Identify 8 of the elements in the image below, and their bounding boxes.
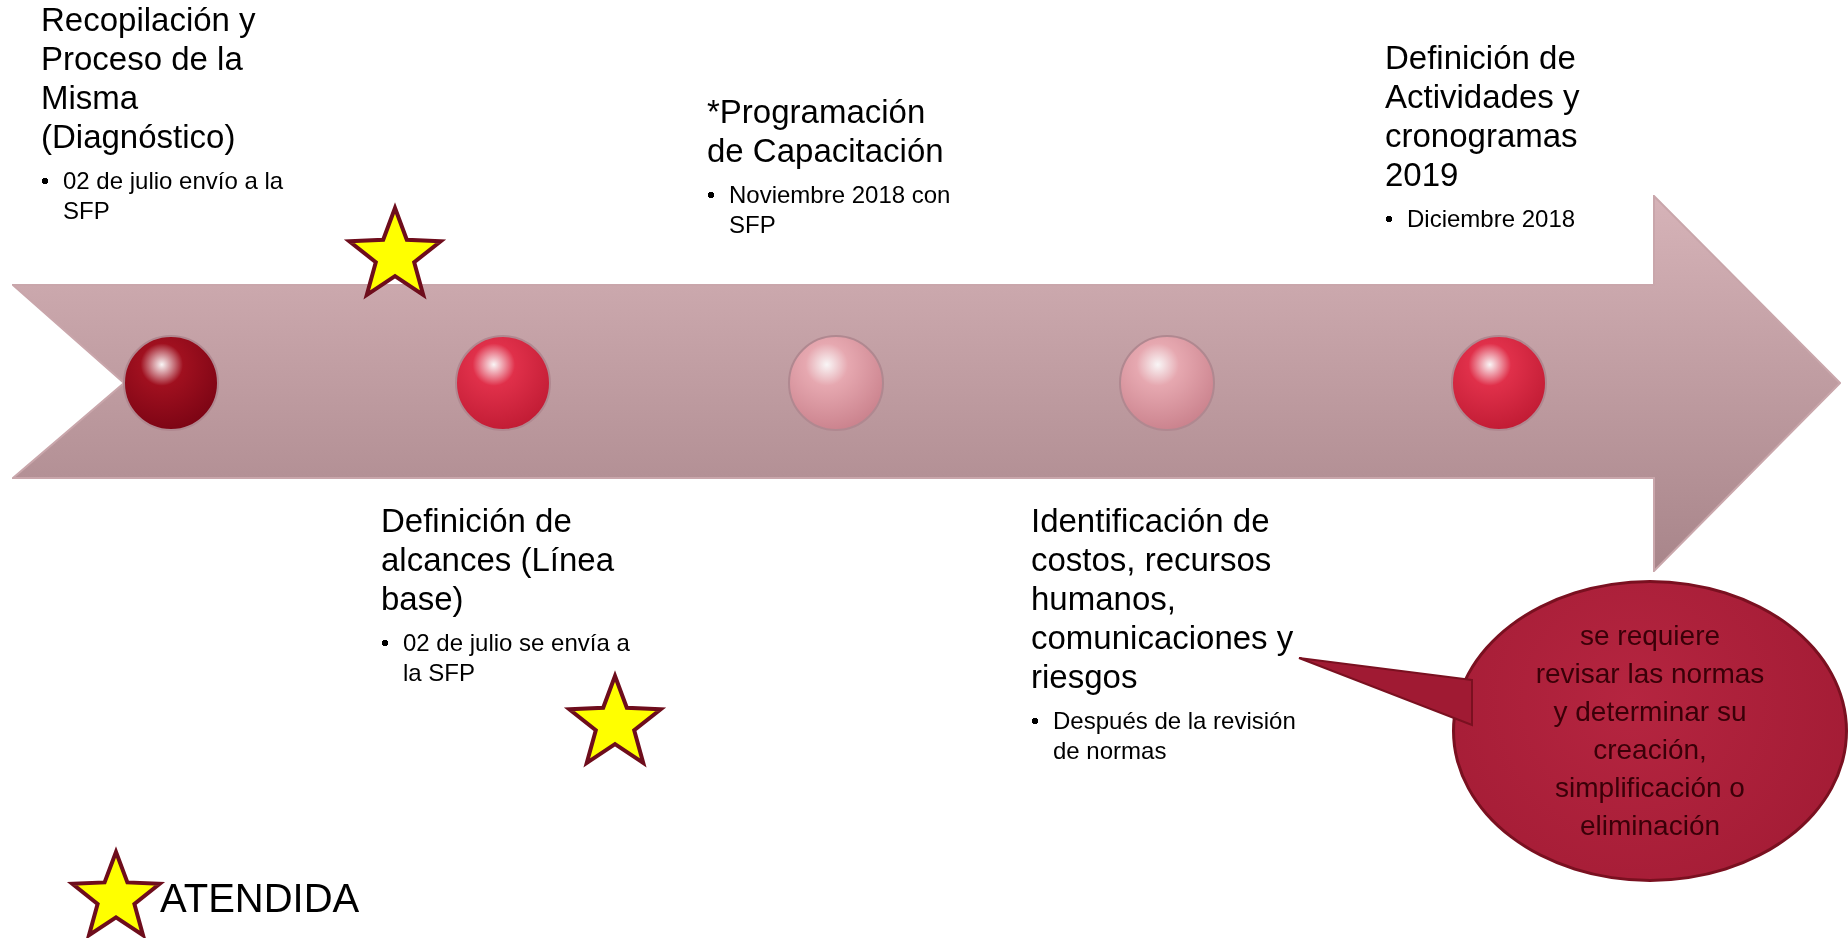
callout-tail <box>1298 657 1473 727</box>
milestone-title: Recopilación y Proceso de la Misma (Diagnóstico) <box>41 0 257 156</box>
milestone-title: Definición de alcances (Línea base) <box>381 501 615 618</box>
callout-text: se requiere revisar las normas y determinar su creación, simplificación o eliminación <box>1535 619 1765 843</box>
milestone-title: Definición de Actividades y cronogramas 2019 <box>1385 38 1581 194</box>
milestone-title: *Programación de Capacitación <box>707 92 945 170</box>
legend-label: ATENDIDA <box>160 875 360 922</box>
milestone-title: Identificación de costos, recursos humanos, comunicaciones y riesgos <box>1031 501 1295 696</box>
